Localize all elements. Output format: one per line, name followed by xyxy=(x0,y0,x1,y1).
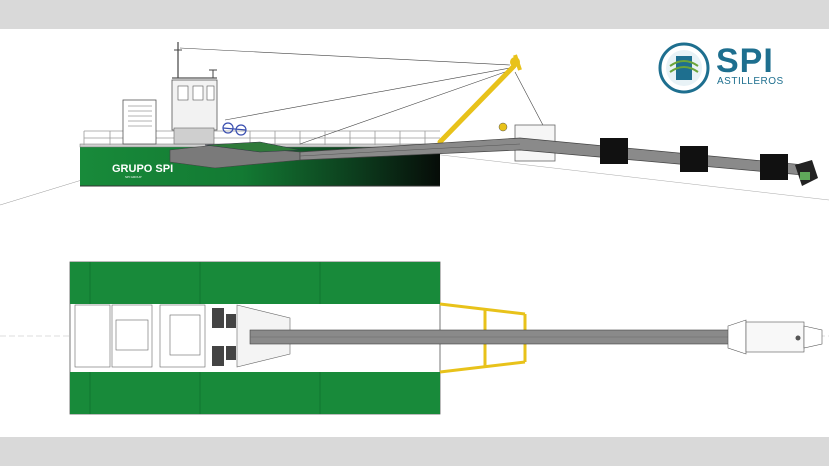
plan-pontoons xyxy=(70,262,440,414)
plan-winches xyxy=(212,308,236,366)
control-cabin xyxy=(171,42,218,145)
pontoon-starboard xyxy=(70,372,440,414)
plan-cutter-head xyxy=(727,319,823,355)
logo-subtitle: ASTILLEROS xyxy=(717,76,784,87)
suction-ladder xyxy=(299,137,818,186)
bottom-band xyxy=(0,437,829,466)
ladder-float-3 xyxy=(760,154,788,180)
winch-icon xyxy=(222,122,247,136)
ladder-float-1 xyxy=(600,138,628,164)
top-plan-view xyxy=(0,261,829,415)
side-elevation-view: GRUPO SPI SPI GROUP xyxy=(0,42,829,206)
hull-marking: GRUPO SPI SPI GROUP xyxy=(112,163,173,179)
ladder-float-2 xyxy=(680,146,708,172)
hull-small-text: SPI GROUP xyxy=(125,175,142,179)
plan-deckhouse xyxy=(74,304,206,368)
top-band xyxy=(0,0,829,29)
hull-brand-text: GRUPO SPI xyxy=(112,163,173,175)
pivot-icon xyxy=(498,122,508,132)
globe-icon xyxy=(658,42,710,94)
spi-astilleros-logo: SPI ASTILLEROS xyxy=(656,40,796,96)
logo-name: SPI xyxy=(716,42,774,80)
engine-housing xyxy=(122,99,157,145)
pontoon-port xyxy=(70,262,440,304)
a-frame xyxy=(437,54,522,145)
rigging-cables xyxy=(179,47,556,149)
